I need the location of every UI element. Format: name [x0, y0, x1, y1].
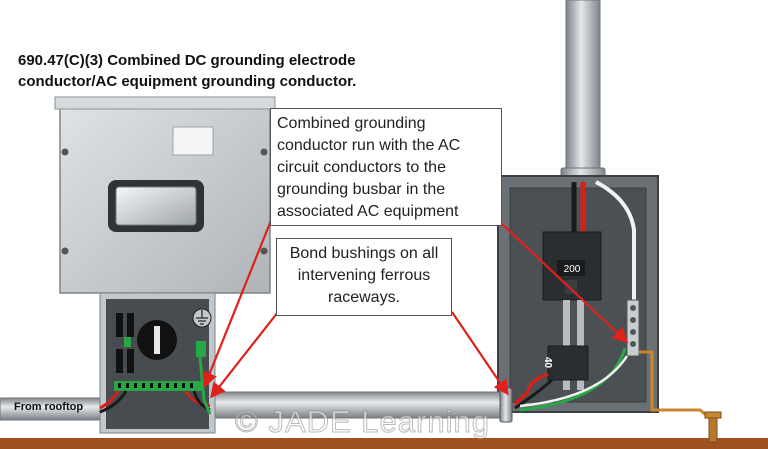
diagram-title: 690.47(C)(3) Combined DC grounding elect… — [18, 50, 438, 92]
ac-panelboard — [497, 175, 713, 422]
callout-grounding-conductor: Combined grounding conductor run with th… — [270, 108, 502, 226]
inverter — [54, 96, 276, 434]
main-breaker-rating: 200 — [563, 264, 581, 275]
raceway-between-equipment — [205, 391, 507, 419]
from-rooftop-label: From rooftop — [14, 401, 84, 413]
branch-breaker-rating: 40 — [542, 357, 553, 369]
service-conduit — [565, 0, 601, 181]
callout-bond-bushings: Bond bushings on all intervening ferrous… — [276, 238, 452, 316]
arrow-to-inverter-bushing — [210, 311, 279, 399]
ground-floor-bar — [0, 438, 768, 449]
title-line-2: conductor/AC equipment grounding conduct… — [18, 73, 357, 90]
watermark: © JADE Learning — [235, 404, 490, 440]
arrow-to-grounding-busbar — [499, 221, 629, 344]
arrow-to-panel-bushing — [451, 311, 509, 396]
arrow-to-inverter-ground — [202, 217, 274, 388]
title-line-1: 690.47(C)(3) Combined DC grounding elect… — [18, 52, 356, 69]
